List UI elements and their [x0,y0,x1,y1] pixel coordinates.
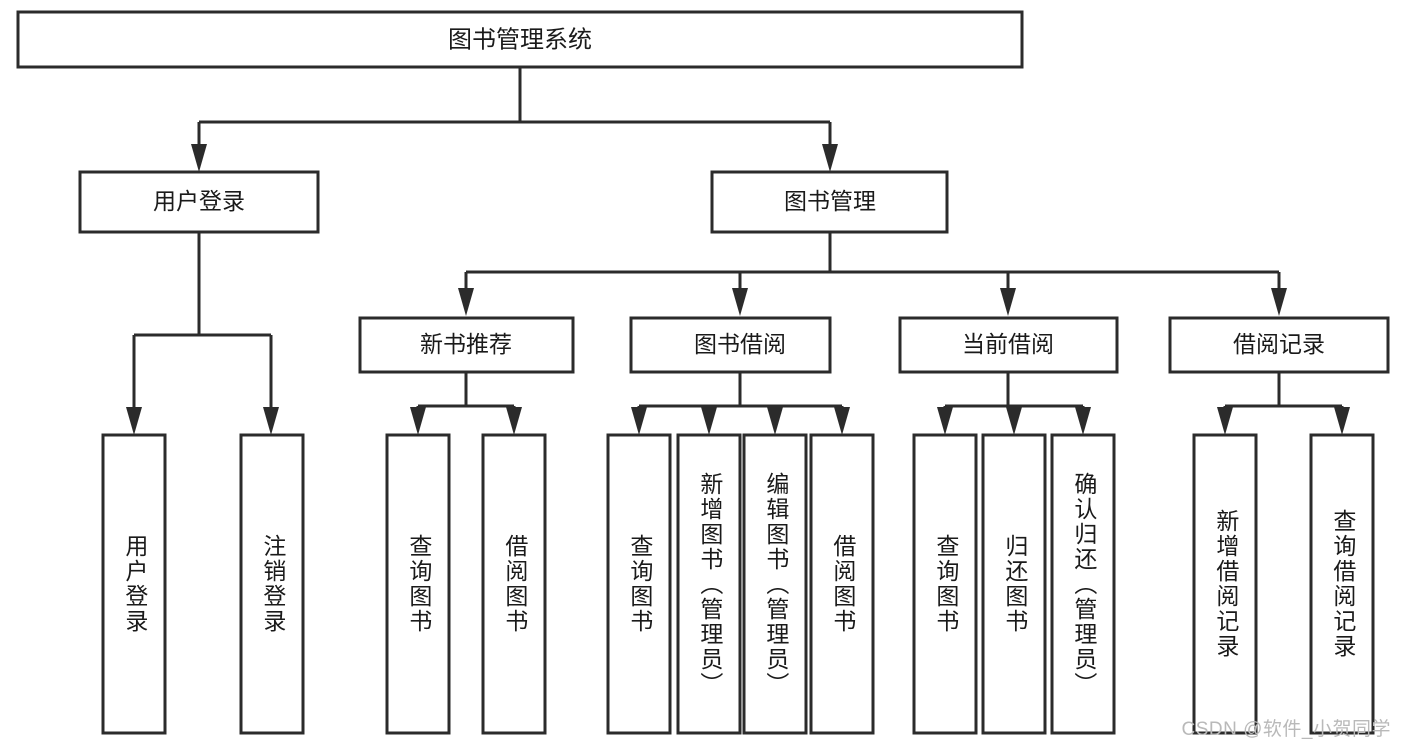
arrow-icon-borrow-record-1 [1217,407,1233,435]
arrow-icon-user-login-2 [263,407,279,435]
leaf-box-book-borrow-1[interactable] [606,433,672,735]
leaf-box-new-book-2[interactable] [481,433,547,735]
arrow-icon-level2-2 [822,144,838,172]
node-current-borrow-label: 当前借阅 [962,331,1054,357]
node-root-label: 图书管理系统 [448,26,592,53]
node-book-borrow-box[interactable] [629,316,832,374]
leaf-box-book-borrow-3[interactable] [742,433,808,735]
arrow-icon-current-borrow-3 [1075,407,1091,435]
node-borrow-record-label: 借阅记录 [1233,331,1325,357]
arrow-icon-user-login-1 [126,407,142,435]
watermark-text: CSDN @软件_小贺同学 [1181,719,1391,740]
arrow-icon-book-borrow-1 [631,407,647,435]
arrow-icon-borrow-record-2 [1334,407,1350,435]
node-book-borrow-label: 图书借阅 [694,331,786,357]
leaf-box-user-login-1[interactable] [101,433,167,735]
arrow-icon-current-borrow-1 [937,407,953,435]
leaf-box-book-borrow-4[interactable] [809,433,875,735]
leaf-box-current-borrow-1[interactable] [912,433,978,735]
node-root-box[interactable] [16,10,1024,69]
node-new-book-recommend-label: 新书推荐 [420,331,512,357]
arrow-icon-current-borrow-2 [1006,407,1022,435]
arrow-icon-book-borrow-2 [701,407,717,435]
arrow-icon-level3-2 [732,288,748,316]
node-new-book-recommend-box[interactable] [358,316,575,374]
node-borrow-record-box[interactable] [1168,316,1390,374]
arrow-icon-new-book-1 [410,407,426,435]
node-book-manage-box[interactable] [710,170,949,234]
node-user-login-label: 用户登录 [153,188,245,214]
leaf-box-current-borrow-2[interactable] [981,433,1047,735]
node-book-manage-label: 图书管理 [784,188,876,214]
arrow-icon-level3-1 [458,288,474,316]
arrow-icon-new-book-2 [506,407,522,435]
leaf-box-current-borrow-3[interactable] [1050,433,1116,735]
arrow-icon-book-borrow-3 [767,407,783,435]
arrow-icon-level3-4 [1271,288,1287,316]
arrow-icon-level3-3 [1000,288,1016,316]
leaf-box-borrow-record-1[interactable] [1192,433,1258,735]
node-current-borrow-box[interactable] [898,316,1119,374]
arrow-icon-book-borrow-4 [834,407,850,435]
leaf-box-book-borrow-2[interactable] [676,433,742,735]
leaf-box-user-login-2[interactable] [239,433,305,735]
leaf-box-borrow-record-2[interactable] [1309,433,1375,735]
arrow-icon-level2-1 [191,144,207,172]
leaf-box-new-book-1[interactable] [385,433,451,735]
